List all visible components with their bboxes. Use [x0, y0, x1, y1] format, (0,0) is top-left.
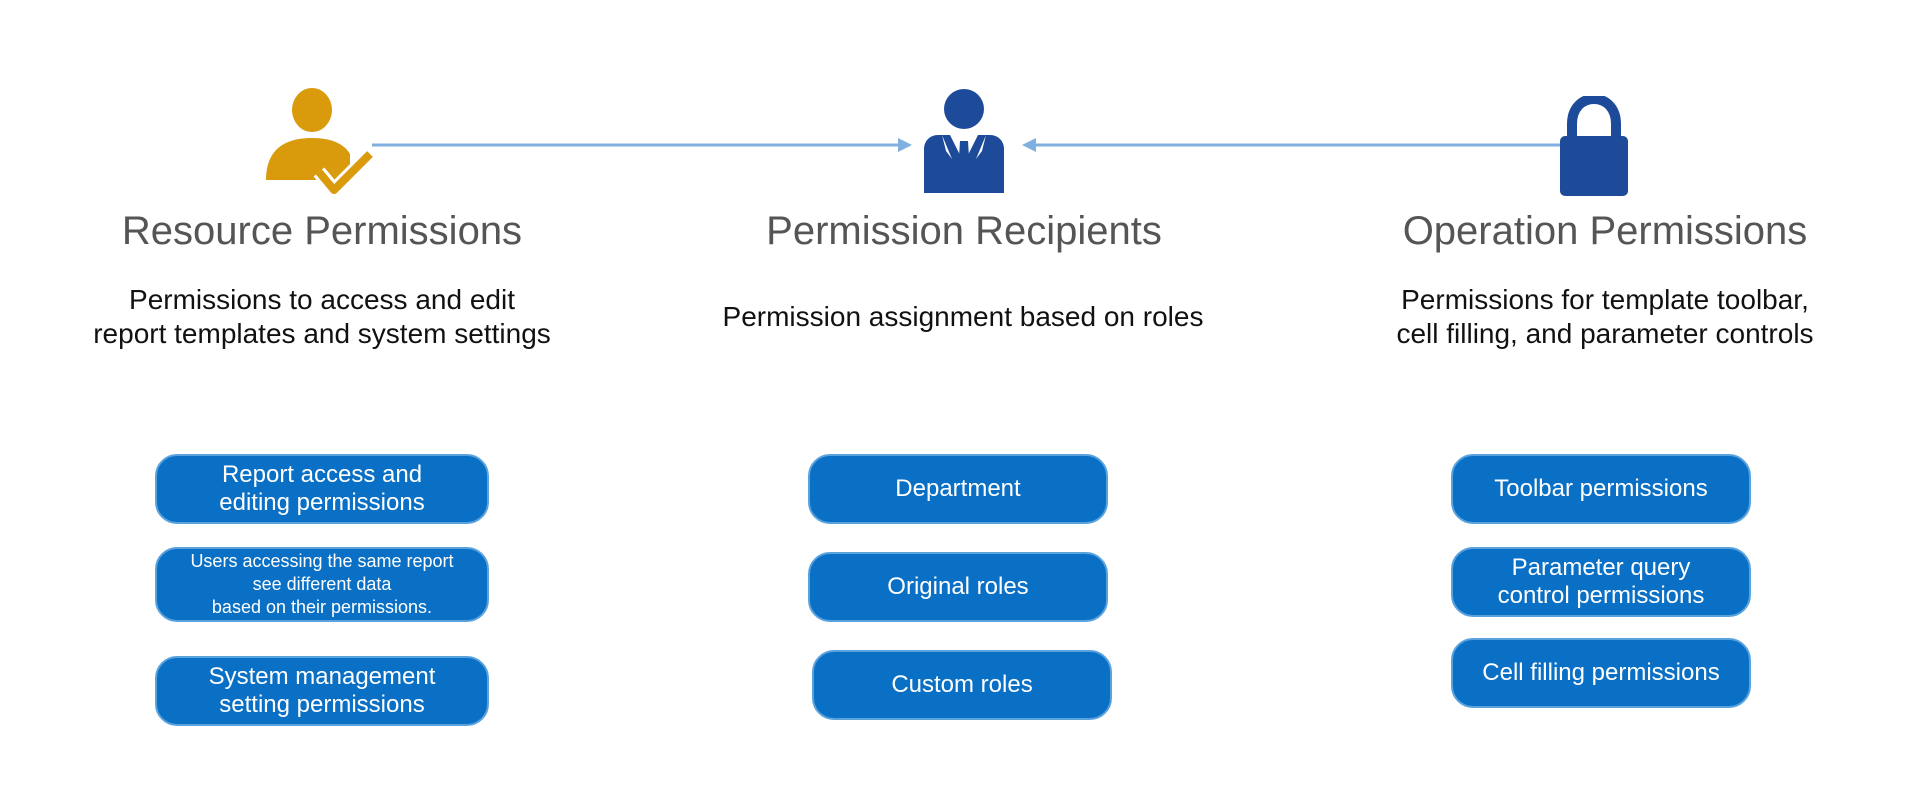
report-access-editing-pill: Report access and editing permissions [155, 454, 489, 524]
custom-roles-pill: Custom roles [812, 650, 1112, 720]
user-check-icon [266, 88, 375, 197]
arrowhead-right [898, 138, 912, 152]
arrowhead-left [1022, 138, 1036, 152]
toolbar-permissions-pill: Toolbar permissions [1451, 454, 1751, 524]
parameter-query-control-pill: Parameter query control permissions [1451, 547, 1751, 617]
businessman-icon [924, 89, 1004, 193]
resource-permissions-description: Permissions to access and edit report te… [93, 284, 551, 349]
operation-permissions-description: Permissions for template toolbar, cell f… [1396, 284, 1814, 349]
original-roles-pill: Original roles [808, 552, 1108, 622]
padlock-icon [1560, 96, 1628, 196]
operation-permissions-title: Operation Permissions [1402, 209, 1808, 253]
permission-recipients-title: Permission Recipients [766, 209, 1162, 253]
user-data-visibility-pill: Users accessing the same report see diff… [155, 547, 489, 622]
cell-filling-permissions-pill: Cell filling permissions [1451, 638, 1751, 708]
resource-permissions-title: Resource Permissions [121, 209, 523, 253]
permission-recipients-description: Permission assignment based on roles [722, 301, 1204, 332]
system-management-pill: System management setting permissions [155, 656, 489, 726]
department-pill: Department [808, 454, 1108, 524]
